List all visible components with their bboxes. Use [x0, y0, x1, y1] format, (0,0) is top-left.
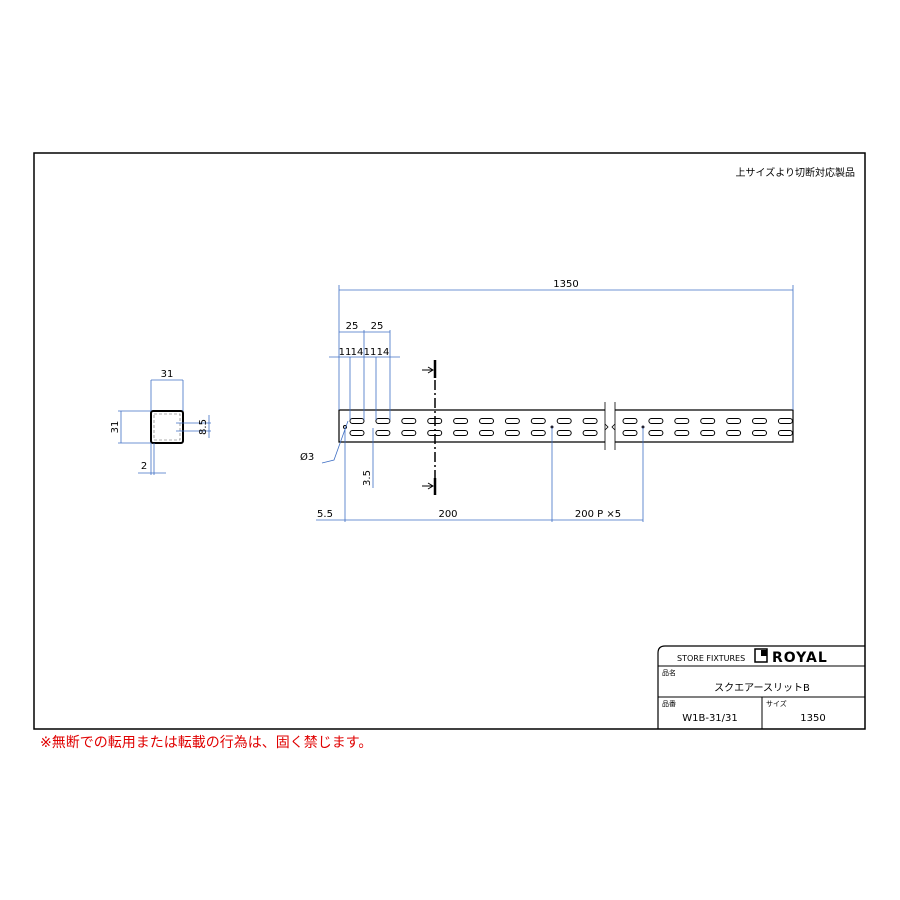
slot [453, 430, 469, 436]
slot [648, 418, 664, 424]
dimensions: 1350 25 25 11 14 11 14 3.5 Ø3 5.5 200 20… [300, 279, 794, 522]
slot [777, 418, 793, 424]
slot [622, 430, 638, 436]
product-size: 1350 [800, 713, 825, 724]
slot [700, 430, 716, 436]
slot [504, 430, 520, 436]
size-label: サイズ [766, 699, 787, 708]
royal-logo: ROYAL [754, 648, 828, 666]
hole-diameter-label: Ø3 [300, 451, 314, 463]
section-slot-label: 8.5 [198, 419, 209, 435]
section-height-label: 31 [110, 421, 121, 434]
repeat-pitch-label: 200 P ×5 [575, 509, 621, 520]
slot [504, 418, 520, 424]
slot [674, 418, 690, 424]
slot [479, 430, 494, 436]
hole [641, 425, 645, 429]
slot [648, 430, 664, 436]
slot [556, 430, 572, 436]
dim-14-b: 14 [377, 347, 390, 358]
first-pitch-label: 200 [438, 509, 457, 520]
dim-14-a: 14 [351, 347, 364, 358]
slot [752, 418, 767, 424]
drawing-frame [33, 152, 866, 730]
slot [479, 418, 494, 424]
slot [349, 418, 365, 424]
slot [453, 418, 469, 424]
section-cut-line [422, 360, 437, 495]
title-block: STORE FIXTURES ROYAL 品名 スクエアースリットB 品番 W1… [657, 645, 865, 729]
pitch-a-label: 25 [346, 321, 359, 332]
section-thickness-label: 2 [141, 461, 147, 472]
slot [752, 430, 767, 436]
product-name: スクエアースリットB [714, 682, 810, 694]
slot [401, 418, 417, 424]
pitch-b-label: 25 [371, 321, 384, 332]
slot [777, 430, 793, 436]
header-note: 上サイズより切断対応製品 [736, 166, 856, 179]
dim-11-b: 11 [364, 347, 377, 358]
edge-offset-label: 5.5 [317, 509, 333, 520]
slot [726, 430, 742, 436]
hole-offset-label: 3.5 [362, 470, 373, 486]
hole [550, 425, 554, 429]
slot [700, 418, 716, 424]
slot [375, 430, 391, 436]
brand-name: ROYAL [772, 650, 828, 666]
slot [556, 418, 572, 424]
slot [530, 430, 546, 436]
slot [401, 430, 417, 436]
cross-section: 31 31 2 8.5 [110, 369, 211, 475]
slot [375, 418, 391, 424]
code-label: 品番 [662, 700, 676, 708]
dim-11-a: 11 [339, 347, 352, 358]
slot [582, 430, 598, 436]
slotted-bar [338, 402, 794, 450]
slot [530, 418, 546, 424]
name-label: 品名 [662, 668, 676, 677]
overall-length-label: 1350 [553, 279, 578, 290]
slot [622, 418, 638, 424]
copyright-notice: ※無断での転用または転載の行為は、固く禁じます。 [40, 735, 373, 751]
product-code: W1B-31/31 [682, 713, 738, 724]
slot [349, 430, 365, 436]
section-width-label: 31 [161, 369, 174, 380]
slot [726, 418, 742, 424]
slot [582, 418, 598, 424]
slot [674, 430, 690, 436]
company-label: STORE FIXTURES [677, 654, 745, 663]
